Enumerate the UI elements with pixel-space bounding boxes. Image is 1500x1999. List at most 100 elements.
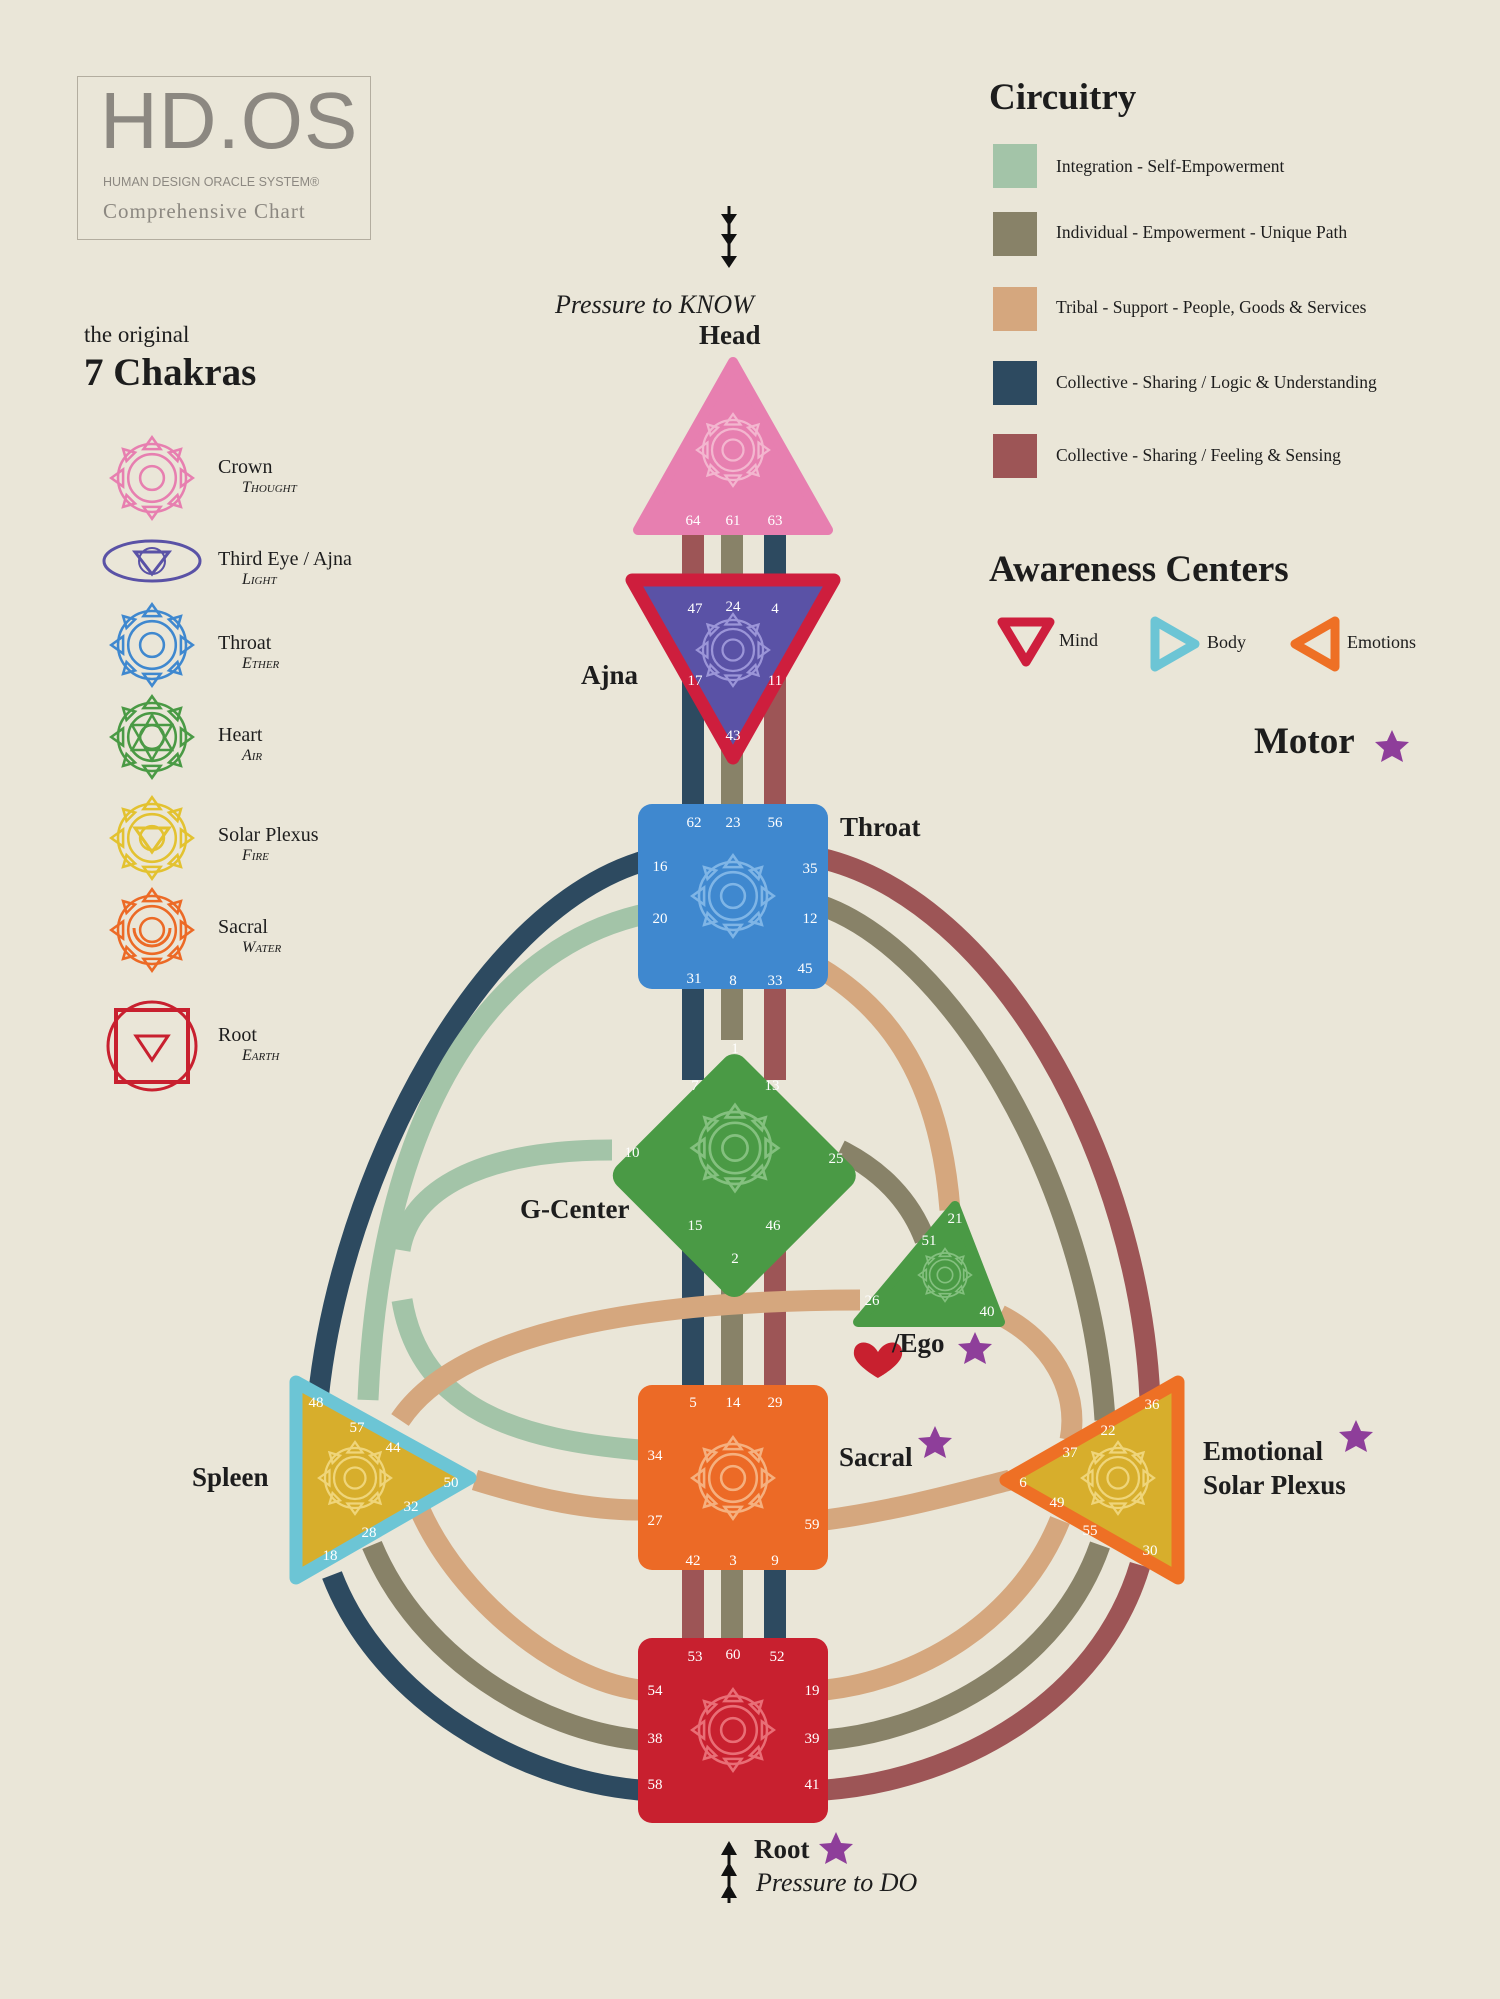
awareness-heading: Awareness Centers <box>989 549 1289 590</box>
gate-root-60: 60 <box>726 1647 741 1663</box>
gate-ajna-47: 47 <box>688 601 704 617</box>
channel-28-38 <box>362 1540 642 1751</box>
gate-solar-49: 49 <box>1050 1495 1065 1511</box>
solar-motor-star-icon <box>1339 1420 1373 1452</box>
gate-throat-56: 56 <box>768 815 784 831</box>
gate-spleen-28: 28 <box>362 1525 377 1541</box>
gate-g-13: 13 <box>765 1078 780 1094</box>
channel-16-48 <box>307 847 658 1402</box>
chakra-element: Fire <box>242 847 269 864</box>
legend-swatch-tribal <box>993 287 1037 331</box>
body-icon <box>1150 616 1200 672</box>
legend-label-integration: Integration - Self-Empowerment <box>1056 156 1285 176</box>
channel-59-6 <box>823 1469 1013 1531</box>
chakra-name: Third Eye / Ajna <box>218 548 352 570</box>
root-center[interactable] <box>638 1638 828 1823</box>
chakra-item-sacral: Sacral Water <box>218 916 281 957</box>
gate-throat-20: 20 <box>653 911 668 927</box>
awareness-label-body: Body <box>1207 632 1247 652</box>
chakra-element: Earth <box>242 1047 280 1064</box>
gate-g-46: 46 <box>766 1218 782 1234</box>
gate-head-61: 61 <box>726 513 741 529</box>
gate-ajna-17: 17 <box>688 673 704 689</box>
gate-solar-36: 36 <box>1145 1397 1161 1413</box>
root-motor-star-icon <box>819 1832 853 1864</box>
logo-description: Comprehensive Chart <box>103 199 306 223</box>
chakra-name: Solar Plexus <box>218 824 319 846</box>
gate-sacral-5: 5 <box>689 1395 697 1411</box>
gate-throat-23: 23 <box>726 815 741 831</box>
gate-ajna-4: 4 <box>771 601 779 617</box>
gate-root-38: 38 <box>648 1731 663 1747</box>
gate-g-15: 15 <box>688 1218 703 1234</box>
heart-label: /Ego <box>892 1328 945 1358</box>
awareness-label-emotions: Emotions <box>1347 632 1417 652</box>
gate-spleen-57: 57 <box>350 1420 366 1436</box>
ajna-center[interactable] <box>625 573 841 765</box>
logo-subtitle: HUMAN DESIGN ORACLE SYSTEM® <box>103 175 320 189</box>
gate-spleen-44: 44 <box>386 1440 402 1456</box>
chakra-element: Water <box>242 939 282 956</box>
gate-head-64: 64 <box>686 513 702 529</box>
chakra-item-throat: Throat Ether <box>218 632 279 673</box>
gate-sacral-9: 9 <box>771 1553 779 1569</box>
gate-solar-37: 37 <box>1063 1445 1079 1461</box>
chakra-item-crown: Crown Thought <box>218 456 297 497</box>
gate-g-1: 1 <box>731 1041 739 1057</box>
root-chakra-icon <box>106 1000 198 1092</box>
gate-throat-8: 8 <box>729 973 737 989</box>
gate-spleen-32: 32 <box>404 1499 419 1515</box>
chakra-name: Heart <box>218 724 263 746</box>
gate-sacral-59: 59 <box>805 1517 820 1533</box>
gate-sacral-27: 27 <box>648 1513 664 1529</box>
throat-chakra-icon <box>109 602 195 688</box>
gate-throat-45: 45 <box>798 961 813 977</box>
heart-center[interactable] <box>853 1201 1005 1327</box>
spleen-center[interactable] <box>289 1375 477 1585</box>
gate-spleen-50: 50 <box>444 1475 459 1491</box>
logo: HD.OS HUMAN DESIGN ORACLE SYSTEM® Compre… <box>77 76 371 240</box>
gate-sacral-29: 29 <box>768 1395 783 1411</box>
chakra-name: Crown <box>218 456 273 478</box>
chakra-element: Air <box>242 747 263 764</box>
sacral-motor-star-icon <box>918 1426 952 1458</box>
channel-45-21 <box>814 958 961 1211</box>
gate-root-52: 52 <box>770 1649 785 1665</box>
solar-plexus-center[interactable] <box>999 1375 1185 1585</box>
chakra-element: Ether <box>242 655 280 672</box>
gate-solar-55: 55 <box>1083 1523 1098 1539</box>
gate-throat-31: 31 <box>687 971 702 987</box>
gate-g-2: 2 <box>731 1251 739 1267</box>
channel-12-22 <box>816 895 1116 1421</box>
head-label: Head <box>699 320 761 350</box>
gate-root-19: 19 <box>805 1683 820 1699</box>
gate-root-41: 41 <box>805 1777 820 1793</box>
gate-sacral-34: 34 <box>648 1448 664 1464</box>
head-center[interactable] <box>633 357 833 535</box>
chakra-element: Light <box>242 571 277 588</box>
channel-34-57 <box>391 1298 641 1461</box>
channel-50-27 <box>471 1469 641 1521</box>
pressure-arrows <box>721 206 737 1903</box>
throat-center[interactable] <box>638 804 828 989</box>
g-center[interactable] <box>607 1048 862 1303</box>
heart-chakra-icon <box>109 694 195 780</box>
legend-swatch-collective-feeling <box>993 434 1037 478</box>
sacral-center[interactable] <box>638 1385 828 1570</box>
chakra-item-root: Root Earth <box>218 1024 279 1065</box>
logo-title: HD.OS <box>100 76 359 165</box>
solar-plexus-label-line1: Emotional <box>1203 1436 1324 1466</box>
channel-55-39 <box>824 1541 1110 1751</box>
gate-throat-62: 62 <box>687 815 702 831</box>
legend-label-collective-feeling: Collective - Sharing / Feeling & Sensing <box>1056 445 1341 465</box>
chakra-element: Thought <box>242 479 297 496</box>
channel-25-51 <box>835 1140 935 1244</box>
gate-ajna-24: 24 <box>726 599 742 615</box>
chakra-item-heart: Heart Air <box>218 724 262 765</box>
gate-ajna-11: 11 <box>768 673 782 689</box>
gate-root-58: 58 <box>648 1777 663 1793</box>
gate-root-54: 54 <box>648 1683 664 1699</box>
gate-sacral-42: 42 <box>686 1553 701 1569</box>
gate-spleen-18: 18 <box>323 1548 338 1564</box>
